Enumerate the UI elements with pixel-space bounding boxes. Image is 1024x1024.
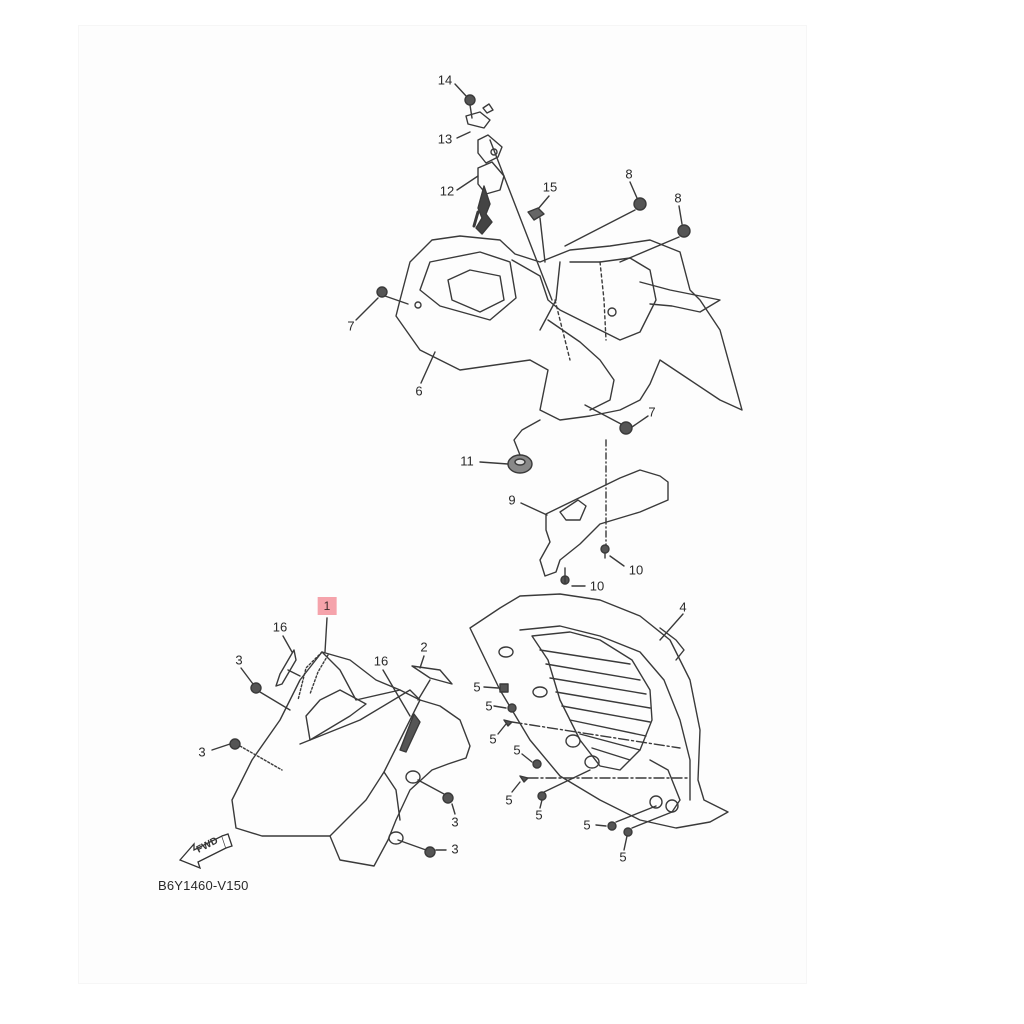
part-callout[interactable]: 5 [513, 742, 521, 758]
part-callout[interactable]: 3 [451, 814, 459, 830]
part-callout[interactable]: 12 [439, 183, 455, 199]
selected-part-callout[interactable]: 1 [317, 597, 337, 615]
part-callout[interactable]: 10 [589, 578, 605, 594]
bracket-9 [520, 439, 669, 577]
part-callout[interactable]: 5 [619, 849, 627, 865]
part-callout[interactable]: 6 [415, 383, 423, 399]
bolts-3 [211, 667, 456, 858]
part-callout[interactable]: 3 [451, 841, 459, 857]
part-callout[interactable]: 15 [542, 179, 558, 195]
part-callout[interactable]: 16 [373, 653, 389, 669]
part-callout[interactable]: 13 [437, 131, 453, 147]
part-callout[interactable]: 5 [505, 792, 513, 808]
decals-16 [275, 635, 421, 753]
bolts-8 [564, 181, 691, 263]
part-callout[interactable]: 2 [420, 639, 428, 655]
part-callout[interactable]: 5 [489, 731, 497, 747]
nut-15 [527, 195, 550, 263]
part-callout[interactable]: 5 [583, 817, 591, 833]
forward-direction-arrow: FWD [176, 826, 234, 872]
lock-assembly-group [454, 83, 553, 301]
part-callout[interactable]: 16 [272, 619, 288, 635]
part-callout[interactable]: 14 [437, 72, 453, 88]
emblem-2 [411, 655, 453, 701]
inner-fender-6 [395, 235, 743, 421]
arrow-left-icon [178, 833, 233, 870]
grommet-11 [479, 419, 541, 474]
part-callout[interactable]: 8 [625, 166, 633, 182]
part-callout[interactable]: 5 [485, 698, 493, 714]
front-fender-1 [231, 617, 471, 867]
part-callout[interactable]: 10 [628, 562, 644, 578]
part-callout[interactable]: 5 [535, 807, 543, 823]
clips-5 [483, 683, 691, 851]
part-callout[interactable]: 5 [473, 679, 481, 695]
screws-10 [560, 544, 625, 587]
part-callout[interactable]: 7 [648, 404, 656, 420]
inner-cover-4 [469, 593, 729, 829]
part-callout[interactable]: 11 [460, 453, 474, 469]
part-callout[interactable]: 7 [347, 318, 355, 334]
bolts-7 [355, 286, 649, 435]
part-callout[interactable]: 8 [674, 190, 682, 206]
diagram-panel [78, 25, 807, 984]
part-callout[interactable]: 3 [235, 652, 243, 668]
part-callout[interactable]: 9 [508, 492, 516, 508]
diagram-code: B6Y1460-V150 [158, 878, 249, 893]
part-callout[interactable]: 4 [679, 599, 687, 615]
part-callout[interactable]: 3 [198, 744, 206, 760]
